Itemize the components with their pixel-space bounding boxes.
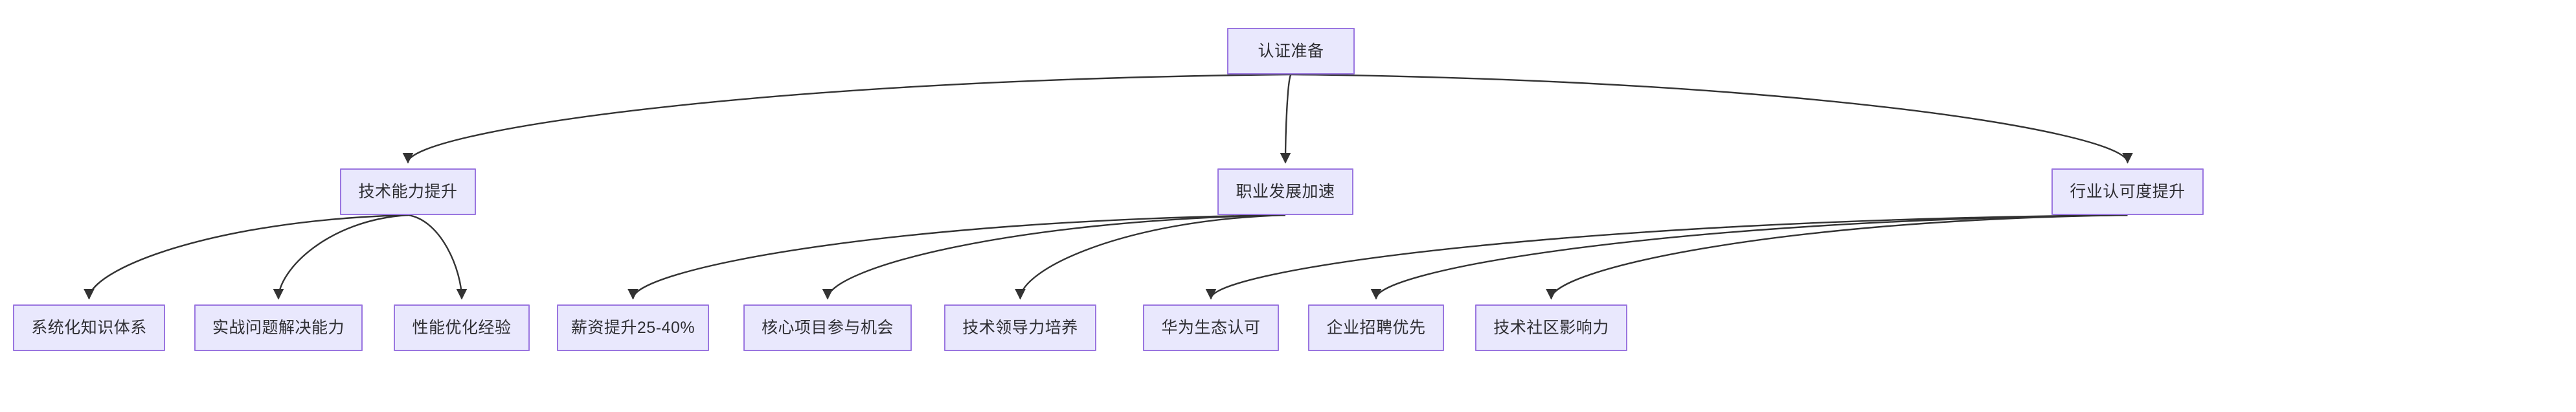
node-label: 薪资提升25-40% <box>571 319 695 337</box>
node-branch-career[interactable]: 职业发展加速 <box>1217 168 1353 215</box>
edge-root-to-branch-career <box>1280 74 1292 164</box>
node-branch-industry[interactable]: 行业认可度提升 <box>2051 168 2204 215</box>
edge-branch-tech-to-leaf-knowledge <box>84 214 409 300</box>
node-label: 技术能力提升 <box>358 183 458 201</box>
node-leaf-knowledge[interactable]: 系统化知识体系 <box>13 304 165 351</box>
node-label: 系统化知识体系 <box>31 319 147 337</box>
edge-branch-tech-to-leaf-perf <box>407 214 468 300</box>
node-label: 企业招聘优先 <box>1326 319 1426 337</box>
edge-branch-industry-to-leaf-recruit <box>1370 214 2128 300</box>
edge-root-to-branch-industry <box>1291 73 2133 164</box>
edge-branch-career-to-leaf-leadership <box>1015 214 1286 300</box>
node-leaf-problem[interactable]: 实战问题解决能力 <box>194 304 363 351</box>
node-leaf-huawei[interactable]: 华为生态认可 <box>1143 304 1279 351</box>
node-root[interactable]: 认证准备 <box>1227 28 1355 74</box>
node-label: 行业认可度提升 <box>2070 183 2186 201</box>
node-leaf-community[interactable]: 技术社区影响力 <box>1475 304 1627 351</box>
edge-branch-industry-to-leaf-huawei <box>1205 214 2128 300</box>
edge-branch-career-to-leaf-salary <box>627 214 1286 300</box>
node-leaf-leadership[interactable]: 技术领导力培养 <box>944 304 1096 351</box>
node-branch-tech[interactable]: 技术能力提升 <box>340 168 476 215</box>
edge-branch-industry-to-leaf-community <box>1546 214 2128 300</box>
edge-branch-career-to-leaf-project <box>822 214 1286 300</box>
node-label: 华为生态认可 <box>1161 319 1261 337</box>
edge-branch-tech-to-leaf-problem <box>273 214 409 300</box>
node-leaf-project[interactable]: 核心项目参与机会 <box>743 304 912 351</box>
node-label: 性能优化经验 <box>412 319 512 337</box>
node-label: 核心项目参与机会 <box>761 319 894 337</box>
node-label: 认证准备 <box>1258 42 1324 60</box>
node-label: 技术社区影响力 <box>1493 319 1609 337</box>
node-label: 技术领导力培养 <box>962 319 1078 337</box>
node-leaf-perf[interactable]: 性能优化经验 <box>394 304 530 351</box>
node-leaf-recruit[interactable]: 企业招聘优先 <box>1308 304 1444 351</box>
node-leaf-salary[interactable]: 薪资提升25-40% <box>557 304 709 351</box>
node-label: 实战问题解决能力 <box>212 319 345 337</box>
edge-root-to-branch-tech <box>402 73 1291 164</box>
node-label: 职业发展加速 <box>1236 183 1335 201</box>
